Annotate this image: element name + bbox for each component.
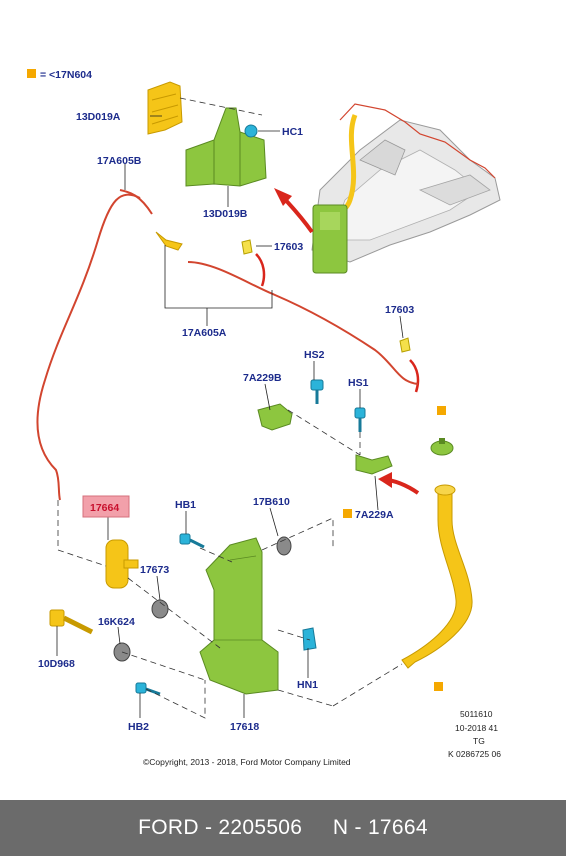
legend-marker-7A229A xyxy=(343,509,352,518)
label-17603-top: 17603 xyxy=(274,241,303,253)
legend-text: = <17N604 xyxy=(40,69,92,81)
label-hc1: HC1 xyxy=(282,126,303,138)
fastener-hb2 xyxy=(135,682,161,696)
connector-17A605B xyxy=(155,231,183,251)
fastener-hs2 xyxy=(310,379,324,404)
reference-line-3: TG xyxy=(473,736,485,746)
hose-17A605B xyxy=(36,189,153,501)
label-hb1: HB1 xyxy=(175,499,196,511)
fastener-hb1 xyxy=(179,533,205,549)
label-10D968: 10D968 xyxy=(38,658,75,670)
washer-reservoir-17618 xyxy=(199,537,279,695)
label-hn1: HN1 xyxy=(297,679,318,691)
clip-hc1 xyxy=(244,124,258,138)
reference-line-4: K 0286725 06 xyxy=(448,749,501,759)
clip-17603-right xyxy=(399,337,411,353)
reference-line-1: 5011610 xyxy=(460,709,493,719)
fastener-hs1 xyxy=(354,407,366,432)
legend-marker xyxy=(27,69,36,78)
label-hb2: HB2 xyxy=(128,721,149,733)
legend-marker-neck xyxy=(434,682,443,691)
clip-17603-top xyxy=(241,239,253,255)
label-17A605B: 17A605B xyxy=(97,155,142,167)
label-16K624: 16K624 xyxy=(98,616,135,628)
part-number-footer: FORD - 2205506 N - 17664 xyxy=(0,800,566,856)
label-hs2: HS2 xyxy=(304,349,325,361)
label-7A229B: 7A229B xyxy=(243,372,282,384)
label-17664: 17664 xyxy=(90,502,119,514)
label-17673: 17673 xyxy=(140,564,169,576)
hose-17A605A xyxy=(187,261,419,385)
sensor-10D968 xyxy=(49,609,94,635)
label-17B610: 17B610 xyxy=(253,496,290,508)
legend-marker-cap xyxy=(437,406,446,415)
label-17618: 17618 xyxy=(230,721,259,733)
bracket-13D019B xyxy=(185,107,267,187)
label-hs1: HS1 xyxy=(348,377,369,389)
bracket-7A229B xyxy=(257,403,293,431)
copyright-text: ©Copyright, 2013 - 2018, Ford Motor Comp… xyxy=(143,757,351,767)
vehicle-body-illustration xyxy=(311,103,501,274)
filler-neck xyxy=(401,484,473,669)
reference-line-2: 10-2018 41 xyxy=(455,723,498,733)
label-13D019B: 13D019B xyxy=(203,208,248,220)
filler-cap xyxy=(430,438,454,456)
bracket-7A229A xyxy=(355,454,393,475)
label-13D019A: 13D019A xyxy=(76,111,121,123)
washer-pump-17664 xyxy=(105,539,139,589)
highlight-box-17664 xyxy=(82,495,130,518)
label-7A229A: 7A229A xyxy=(355,509,394,521)
label-17603-right: 17603 xyxy=(385,304,414,316)
bracket-13D019A xyxy=(147,81,183,135)
parts-diagram: = <17N604 xyxy=(27,69,501,767)
label-17A605A: 17A605A xyxy=(182,327,227,339)
clip-hn1 xyxy=(302,627,317,651)
footer-text: FORD - 2205506 N - 17664 xyxy=(138,816,428,839)
